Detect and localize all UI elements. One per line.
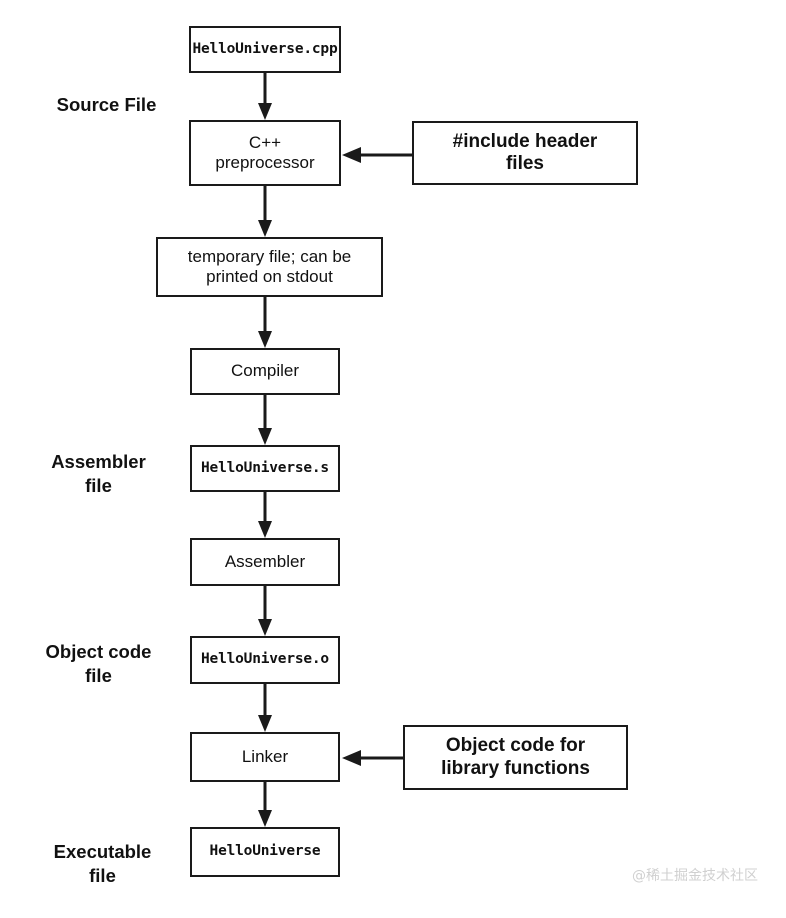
node-include-headers: #include header files [412,121,638,185]
node-preprocessor: C++ preprocessor [189,120,341,186]
arrow-assembler-to-object-file [256,586,274,637]
watermark: @稀土掘金技术社区 [632,868,758,884]
arrow-compiler-to-assembler-source [256,395,274,446]
node-linker: Linker [190,732,340,782]
stage-label-assembler-file: Assembler file [51,451,146,496]
node-executable: HelloUniverse [190,827,340,877]
arrow-assembler-source-to-assembler [256,492,274,539]
node-object-file: HelloUniverse.o [190,636,340,684]
node-assembler: Assembler [190,538,340,586]
stage-label-executable-file: Executable file [53,841,152,886]
stage-label-source-file: Source File [56,94,157,115]
arrow-headers-to-preprocessor [341,146,413,164]
node-source-cpp: HelloUniverse.cpp [189,26,341,73]
stage-label-object-code-file: Object code file [45,641,152,686]
node-compiler: Compiler [190,348,340,395]
node-assembler-source: HelloUniverse.s [190,445,340,492]
arrow-temporary-to-compiler [256,297,274,349]
arrow-source-to-preprocessor [256,73,274,121]
node-library-object-code: Object code for library functions [403,725,628,790]
arrow-linker-to-executable [256,782,274,828]
arrow-library-to-linker [341,749,404,767]
node-temporary-file: temporary file; can be printed on stdout [156,237,383,297]
arrow-object-file-to-linker [256,684,274,733]
arrow-preprocessor-to-temporary [256,186,274,238]
